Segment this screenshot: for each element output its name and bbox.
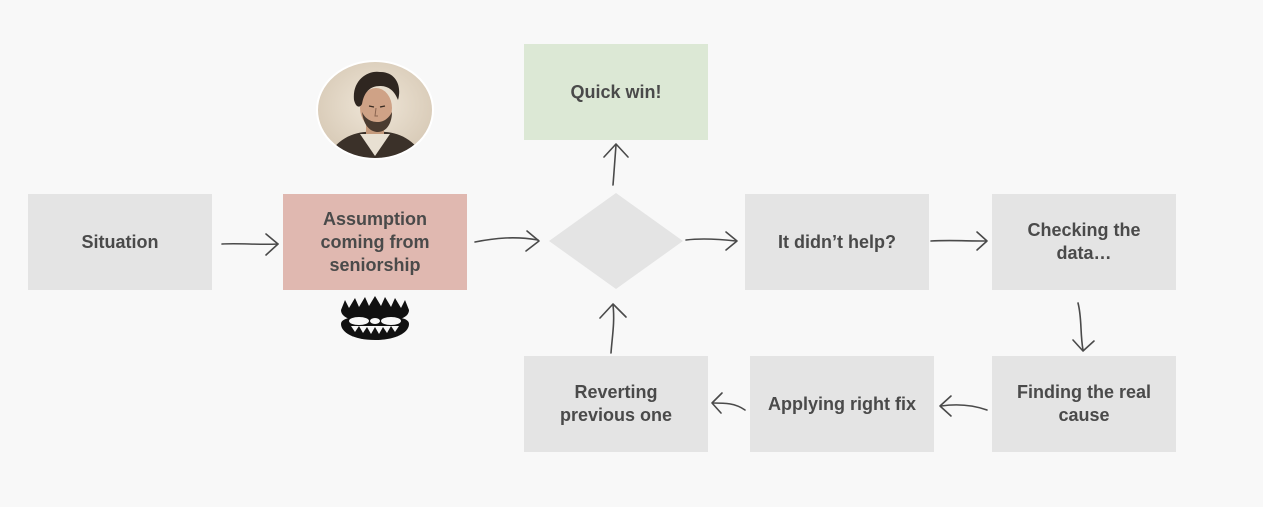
node-assumption: Assumption coming from seniorship (283, 194, 467, 290)
arrow-checking-to-finding (1072, 302, 1095, 352)
node-applying-fix-label: Applying right fix (768, 393, 916, 414)
arrow-situation-to-assumption (221, 233, 279, 256)
node-didnt-help: It didn’t help? (745, 194, 929, 290)
bear-trap-icon (341, 296, 409, 340)
arrow-didnthelp-to-checking (930, 231, 988, 251)
arrow-applying-to-reverting (711, 392, 746, 414)
node-checking-data: Checking the data… (992, 194, 1176, 290)
arrow-reverting-to-diamond (599, 303, 627, 354)
node-situation: Situation (28, 194, 212, 290)
node-applying-fix: Applying right fix (750, 356, 934, 452)
decision-diamond (549, 193, 683, 289)
node-finding-cause-label: Finding the real cause (1016, 382, 1151, 425)
node-finding-cause: Finding the real cause (992, 356, 1176, 452)
arrow-diamond-to-quickwin (603, 143, 629, 186)
node-assumption-label: Assumption coming from seniorship (320, 208, 430, 275)
node-situation-label: Situation (81, 231, 159, 252)
node-quick-win: Quick win! (524, 44, 708, 140)
arrow-diamond-to-didnthelp (685, 231, 738, 251)
portrait-avatar (316, 60, 434, 160)
node-quick-win-label: Quick win! (570, 81, 662, 102)
node-didnt-help-label: It didn’t help? (778, 231, 896, 252)
node-checking-data-label: Checking the data… (1027, 220, 1141, 263)
node-reverting-label: Reverting previous one (559, 382, 673, 425)
node-reverting: Reverting previous one (524, 356, 708, 452)
arrow-finding-to-applying (939, 395, 988, 417)
arrow-assumption-to-diamond (474, 230, 540, 252)
